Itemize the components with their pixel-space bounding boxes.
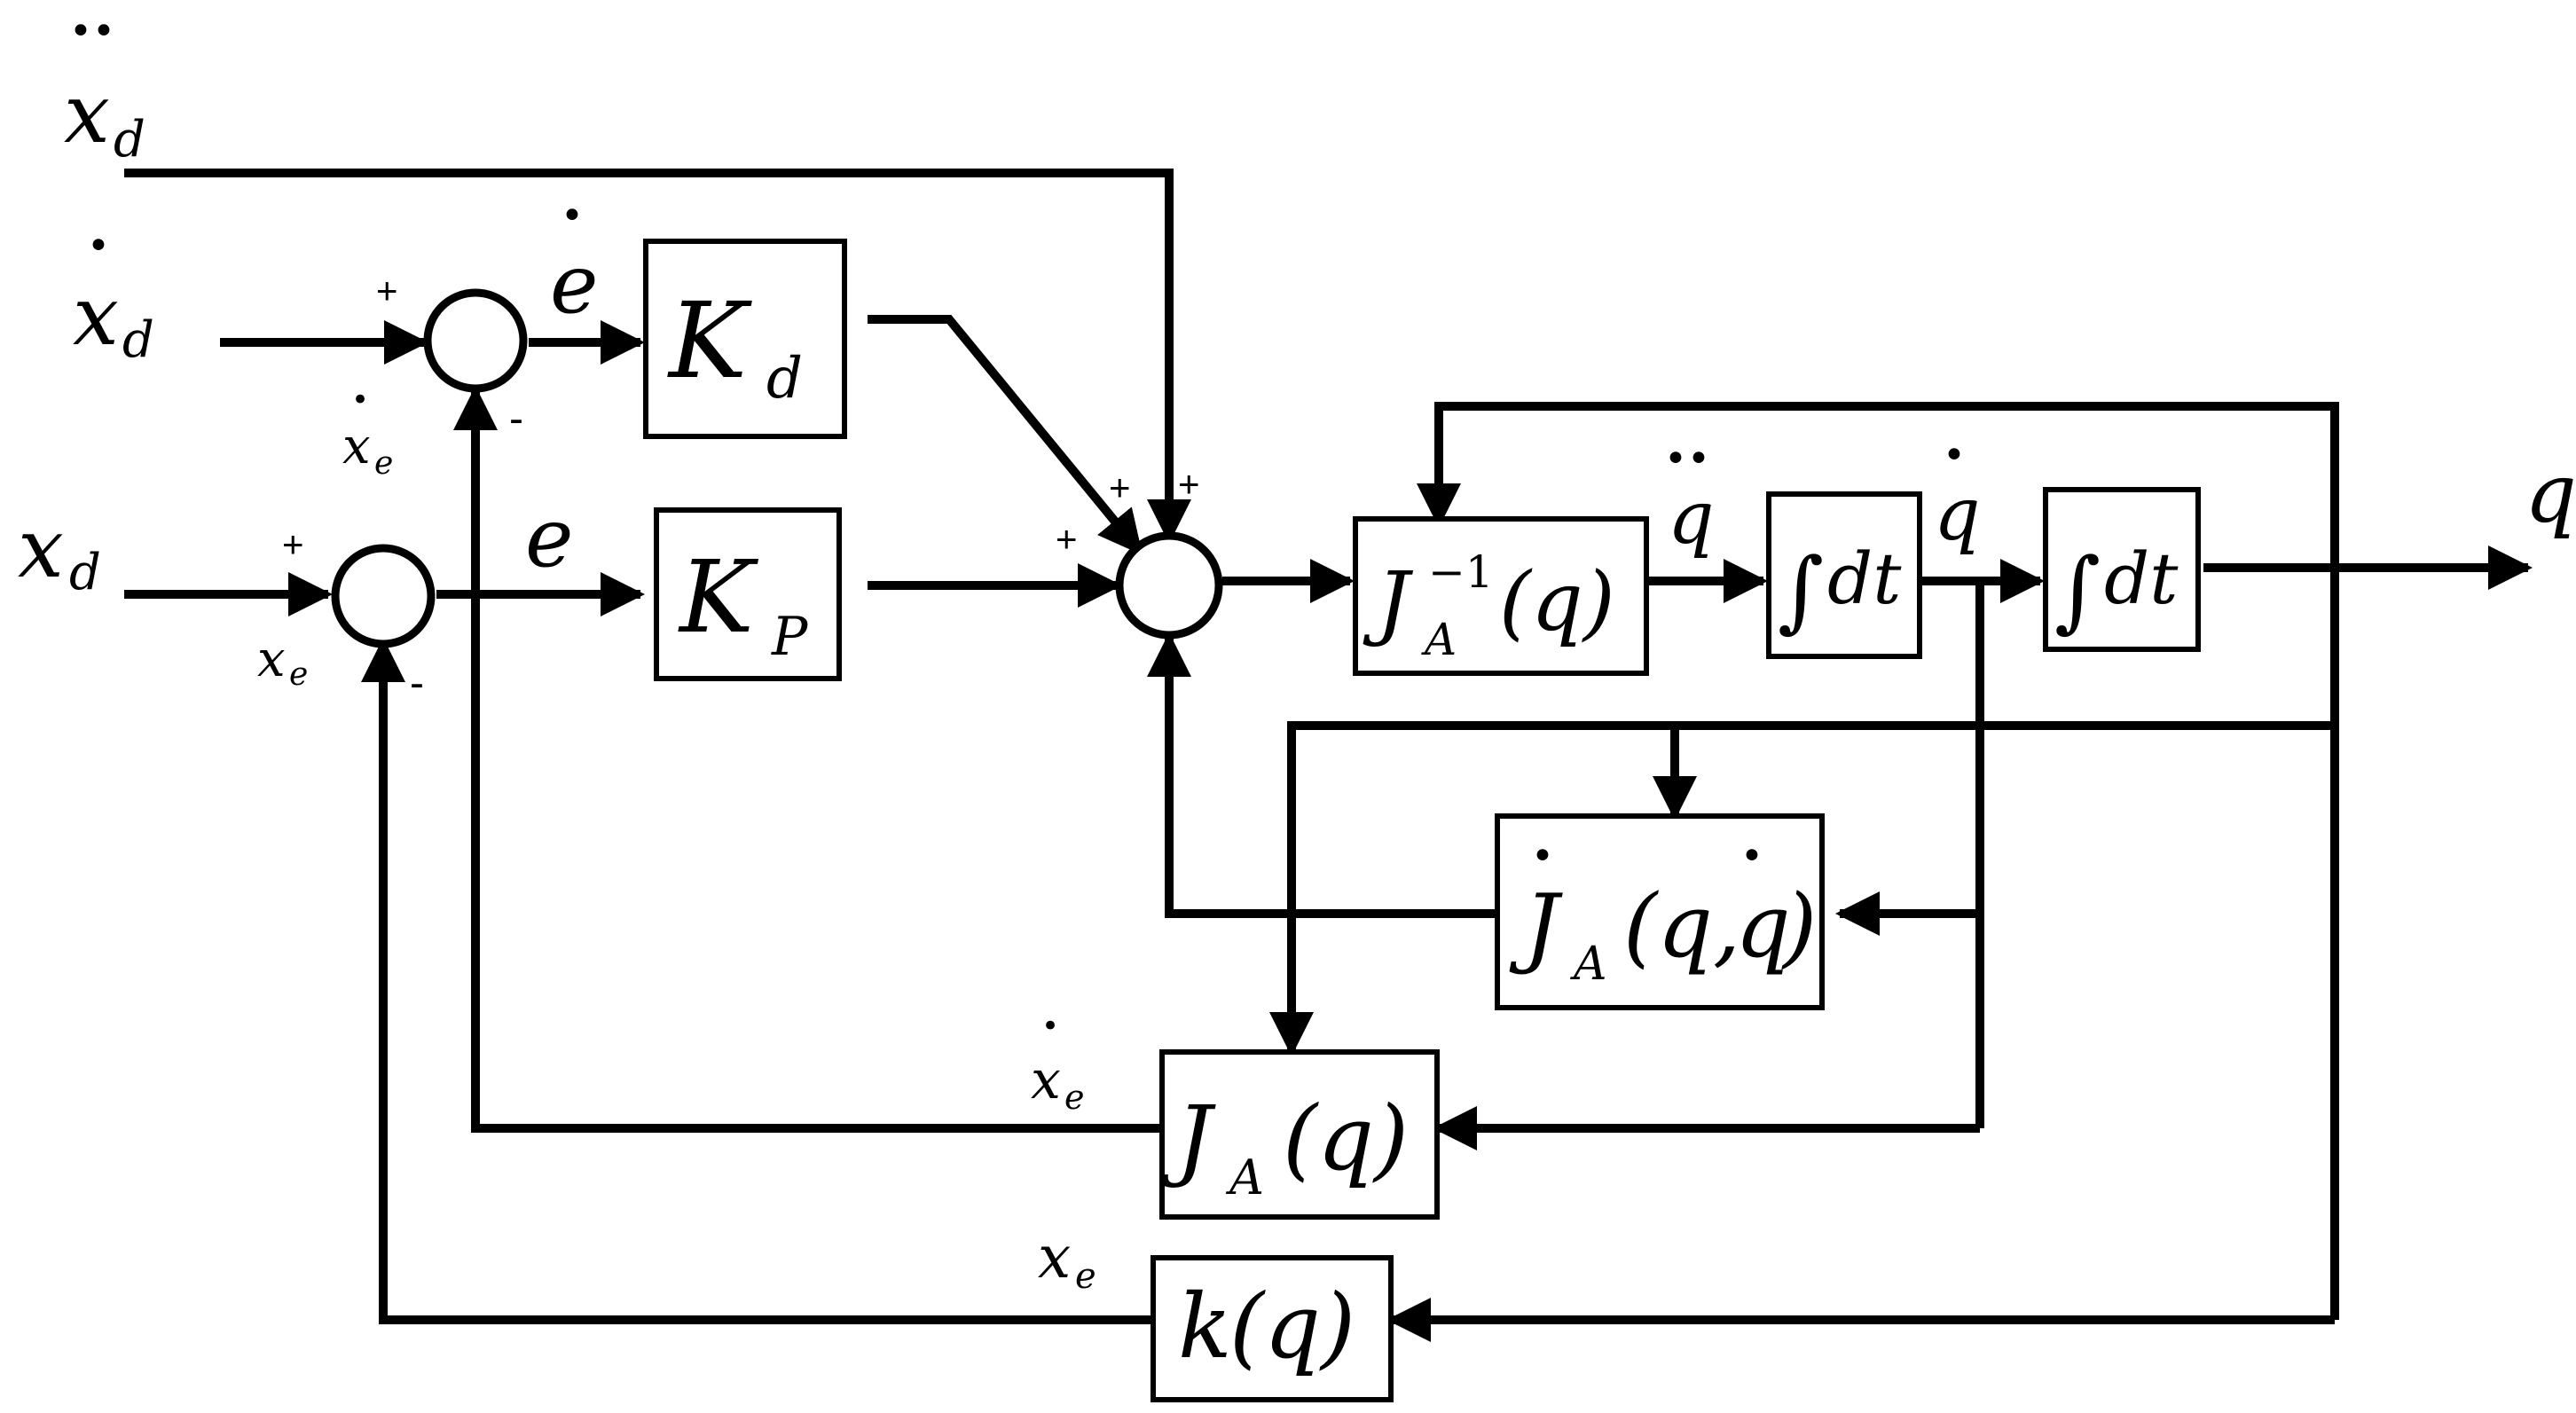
label-xd-ddot: •• x d <box>64 9 145 169</box>
label-e-dot: • e <box>550 193 598 332</box>
svg-text:P: P <box>771 606 809 668</box>
svg-text:e: e <box>289 656 308 693</box>
line-xe-dot-feedback <box>453 386 1162 1133</box>
svg-text:(q,: (q, <box>1623 876 1740 977</box>
block-ja-dot: • J A (q, • q ) <box>1495 813 1825 1010</box>
block-kp: K P <box>654 507 842 681</box>
svg-text:q: q <box>1934 473 1981 557</box>
svg-text:dt: dt <box>1827 538 1902 620</box>
svg-text:x: x <box>73 269 119 364</box>
svg-text:): ) <box>1781 876 1817 977</box>
svg-text:(q): (q) <box>1283 1087 1409 1190</box>
sign-minus-summer2: - <box>410 660 424 707</box>
svg-text:d: d <box>122 311 154 369</box>
svg-text:••: •• <box>69 9 115 54</box>
label-q-output: q <box>2525 446 2576 541</box>
summing-junction-main <box>1115 531 1223 640</box>
svg-text:d: d <box>69 544 101 601</box>
label-xe-summer2: x e <box>257 631 308 693</box>
line-q-feedback-top <box>1417 402 2339 568</box>
svg-text:A: A <box>1225 1150 1264 1205</box>
svg-text:••: •• <box>1664 436 1710 482</box>
label-e: e <box>525 491 573 585</box>
sign-plus-main-top: + <box>1178 463 1200 505</box>
sign-plus-summer1: + <box>376 270 398 311</box>
svg-text:A: A <box>1570 938 1607 991</box>
svg-text:x: x <box>64 67 110 161</box>
svg-text:e: e <box>1064 1078 1085 1117</box>
line-kd-to-summer <box>868 315 1143 555</box>
summing-junction-position <box>331 544 436 648</box>
label-xe-dot-summer1: • x e <box>342 382 393 482</box>
label-xd-dot: • x d <box>73 224 154 369</box>
svg-text:q: q <box>1735 876 1791 977</box>
block-k: k (q) <box>1151 1255 1394 1402</box>
sign-minus-summer1: - <box>509 396 523 443</box>
svg-text:dt: dt <box>2104 538 2179 620</box>
svg-text:•: • <box>1740 834 1763 879</box>
svg-text:−1: −1 <box>1428 546 1494 598</box>
block-ja: J A (q) <box>1159 1049 1440 1220</box>
svg-text:(q): (q) <box>1499 554 1615 649</box>
svg-text:•: • <box>1041 1009 1059 1044</box>
block-integrator-2: ∫ dt <box>2043 487 2201 652</box>
svg-text:K: K <box>667 279 752 402</box>
line-xe-feedback <box>361 638 1153 1324</box>
svg-text:e: e <box>374 445 393 482</box>
svg-text:e: e <box>550 237 598 332</box>
svg-text:x: x <box>1031 1049 1061 1111</box>
svg-text:•: • <box>1531 834 1554 879</box>
sign-plus-main-kd: + <box>1109 467 1131 508</box>
line-q-to-ja <box>1269 721 2335 1056</box>
svg-text:•: • <box>1943 433 1966 478</box>
svg-text:•: • <box>351 382 369 418</box>
line-jdot-to-summer <box>1147 632 1496 918</box>
svg-text:k: k <box>1178 1275 1232 1378</box>
svg-text:K: K <box>678 540 759 655</box>
svg-text:q: q <box>2525 446 2576 541</box>
svg-text:x: x <box>342 418 371 475</box>
label-xe-k: x e <box>1038 1223 1096 1297</box>
summing-junction-velocity <box>423 288 528 393</box>
svg-text:q: q <box>1668 476 1715 561</box>
svg-text:x: x <box>18 501 64 596</box>
label-q-ddot: •• q <box>1664 436 1715 561</box>
svg-text:d: d <box>114 111 145 169</box>
sign-plus-main-kp: + <box>1056 518 1078 560</box>
sign-plus-summer2: + <box>282 523 304 565</box>
block-kd: K d <box>643 239 847 439</box>
svg-text:∫: ∫ <box>1778 538 1824 642</box>
svg-text:x: x <box>257 631 286 688</box>
svg-text:A: A <box>1421 614 1457 665</box>
line-xdd-feedforward <box>124 169 1191 544</box>
svg-text:∫: ∫ <box>2054 538 2101 642</box>
svg-text:e: e <box>1075 1256 1096 1297</box>
label-q-dot: • q <box>1934 433 1981 557</box>
block-ja-inverse: J −1 A (q) <box>1353 516 1649 676</box>
svg-text:d: d <box>766 346 803 412</box>
svg-text:•: • <box>87 224 110 269</box>
label-xd: x d <box>18 501 101 601</box>
block-integrator-1: ∫ dt <box>1766 491 1922 659</box>
svg-text:(q): (q) <box>1229 1275 1355 1378</box>
svg-text:•: • <box>561 193 584 239</box>
svg-text:x: x <box>1038 1223 1071 1291</box>
svg-text:e: e <box>525 491 573 585</box>
label-xe-dot-ja: • x e <box>1031 1009 1085 1117</box>
